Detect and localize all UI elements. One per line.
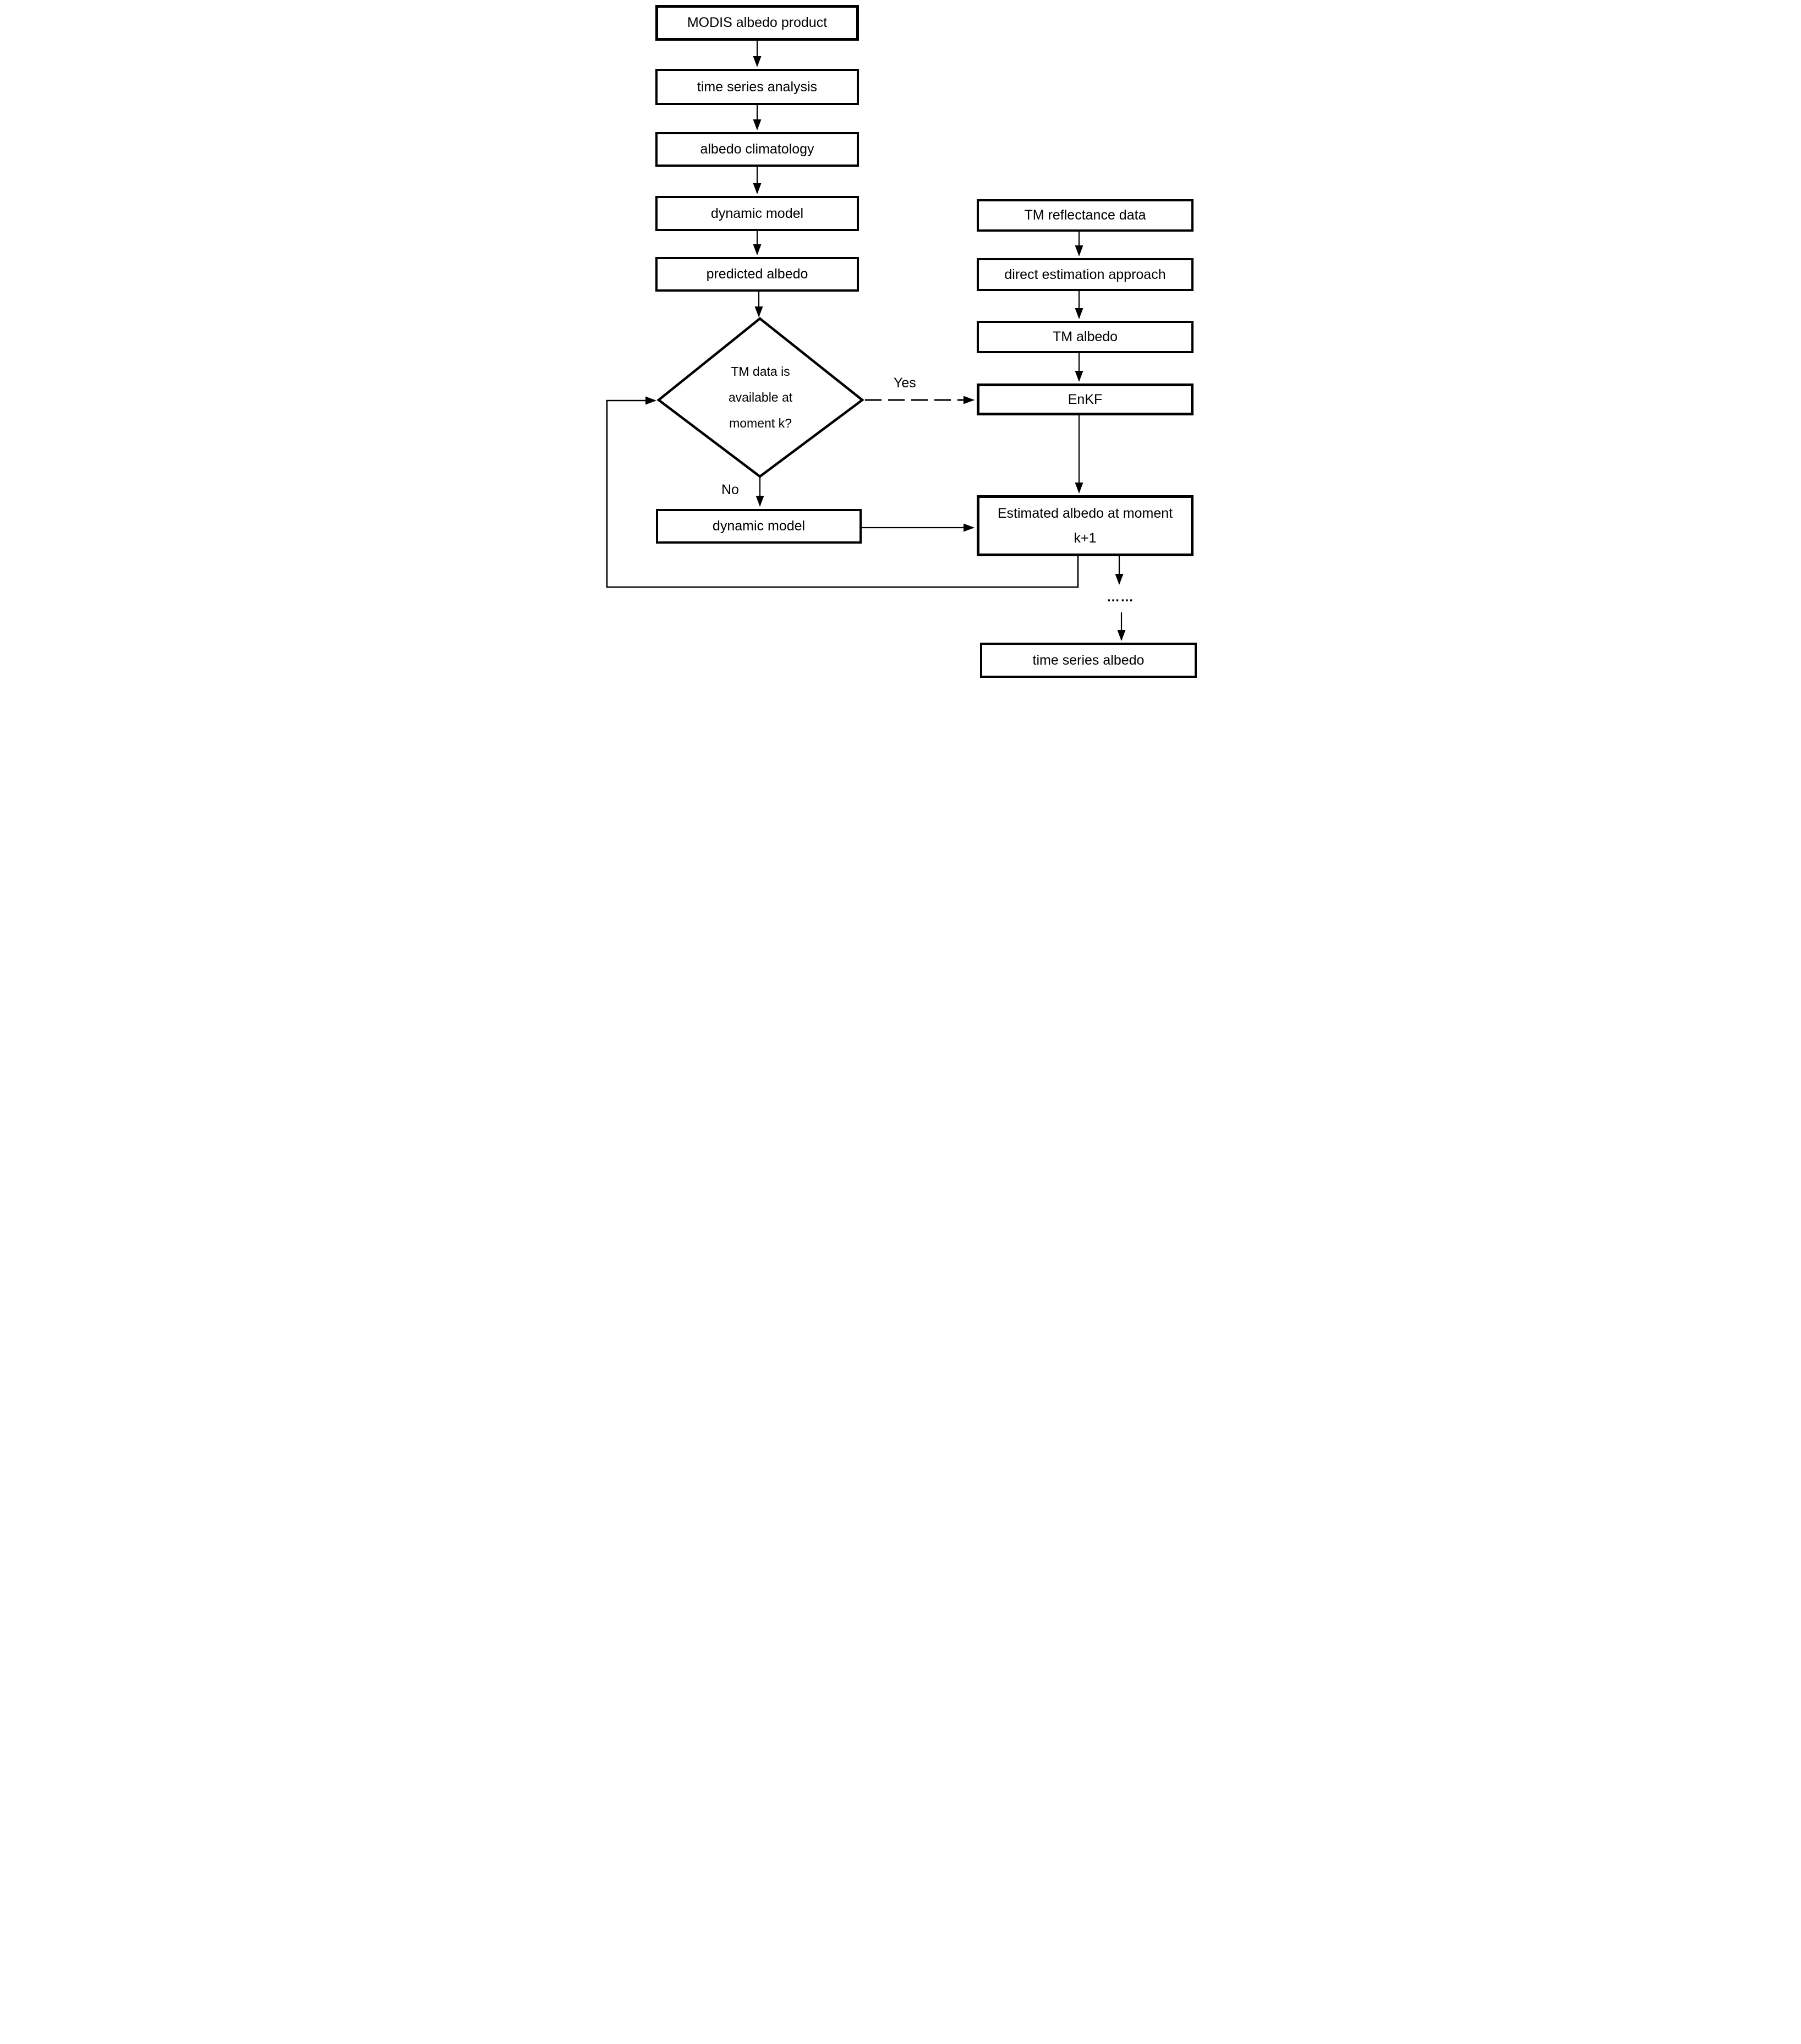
node-dynamic-model: dynamic model xyxy=(655,196,859,231)
edge-label-yes: Yes xyxy=(894,375,916,391)
node-time-series-albedo: time series albedo xyxy=(980,643,1197,678)
node-albedo-climatology: albedo climatology xyxy=(655,132,859,167)
node-direct-estimation-approach: direct estimation approach xyxy=(977,258,1194,291)
node-tm-albedo: TM albedo xyxy=(977,321,1194,353)
node-estimated-albedo-k1: Estimated albedo at moment k+1 xyxy=(977,495,1194,556)
edge-feedback-loop xyxy=(606,396,1079,588)
node-modis-albedo-product: MODIS albedo product xyxy=(655,5,859,41)
node-dynamic-model-no-branch: dynamic model xyxy=(656,509,862,544)
ellipsis-break: …… xyxy=(1107,590,1134,605)
node-enkf: EnKF xyxy=(977,383,1194,415)
node-tm-reflectance-data: TM reflectance data xyxy=(977,199,1194,232)
node-predicted-albedo: predicted albedo xyxy=(655,257,859,292)
edge-label-no: No xyxy=(721,482,739,497)
estimated-albedo-line-2: k+1 xyxy=(1074,530,1097,546)
decision-diamond-shape xyxy=(656,317,864,478)
connector-layer xyxy=(606,41,1126,641)
node-time-series-analysis: time series analysis xyxy=(655,69,859,105)
estimated-albedo-line-1: Estimated albedo at moment xyxy=(997,505,1173,521)
flowchart-albedo-estimation: MODIS albedo product time series analysi… xyxy=(600,0,1201,681)
